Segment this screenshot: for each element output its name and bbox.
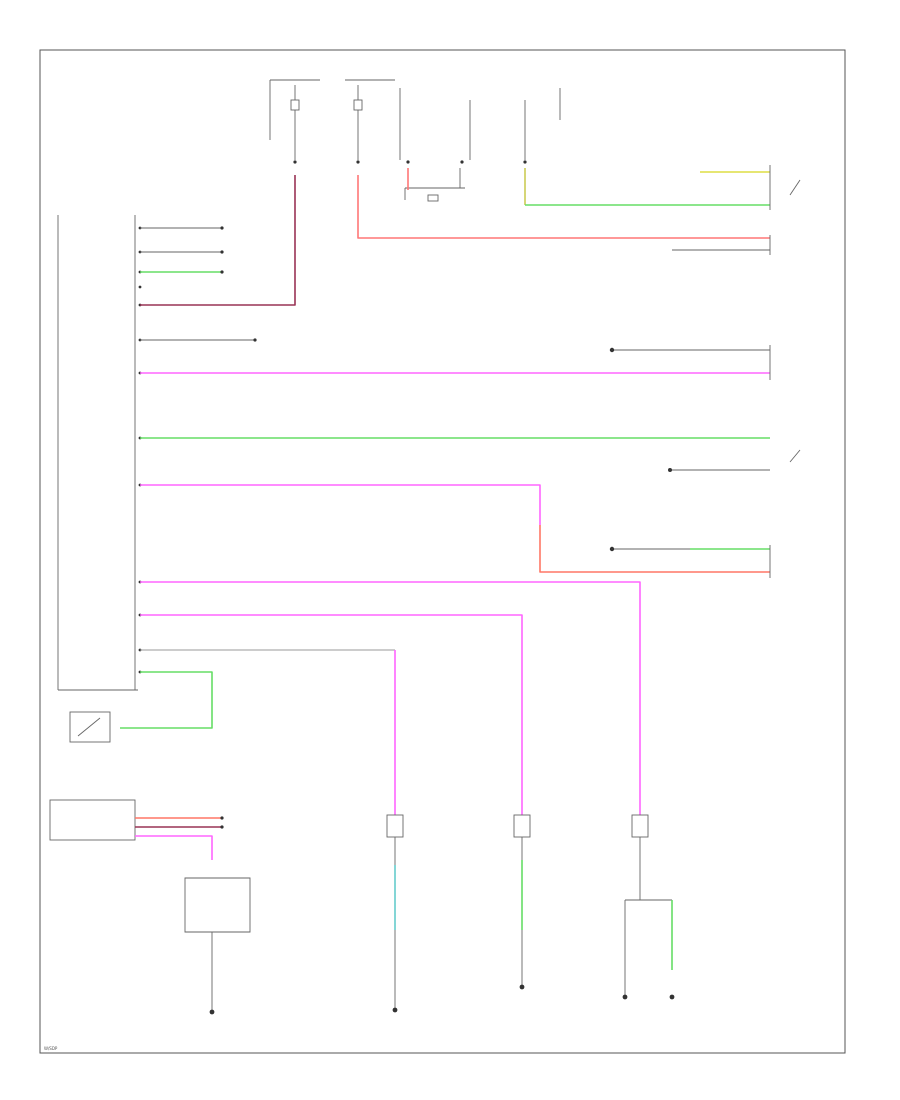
can-bus-wire [140,227,222,253]
bottom-left-module [49,799,224,860]
top-power-feeds [269,79,561,202]
pink-wire-mid-lamp [140,614,523,815]
pink-route-wire [140,484,541,525]
black-lower-right [624,837,672,995]
right-switches [769,165,801,578]
diagram-frame [39,49,846,1054]
left-junction [184,877,251,1015]
green-brake-loop [120,671,213,729]
fused-ignition-wire [140,175,296,306]
instrument-cluster-connector [57,215,142,691]
lamp-connectors [386,814,649,838]
red-feed-wire [357,175,770,239]
footer-label: W/SDP [44,1046,58,1051]
pink-wire-right-lamp [140,581,641,815]
salmon-route-wire [539,525,770,573]
brake-fluid-switch [69,711,111,743]
